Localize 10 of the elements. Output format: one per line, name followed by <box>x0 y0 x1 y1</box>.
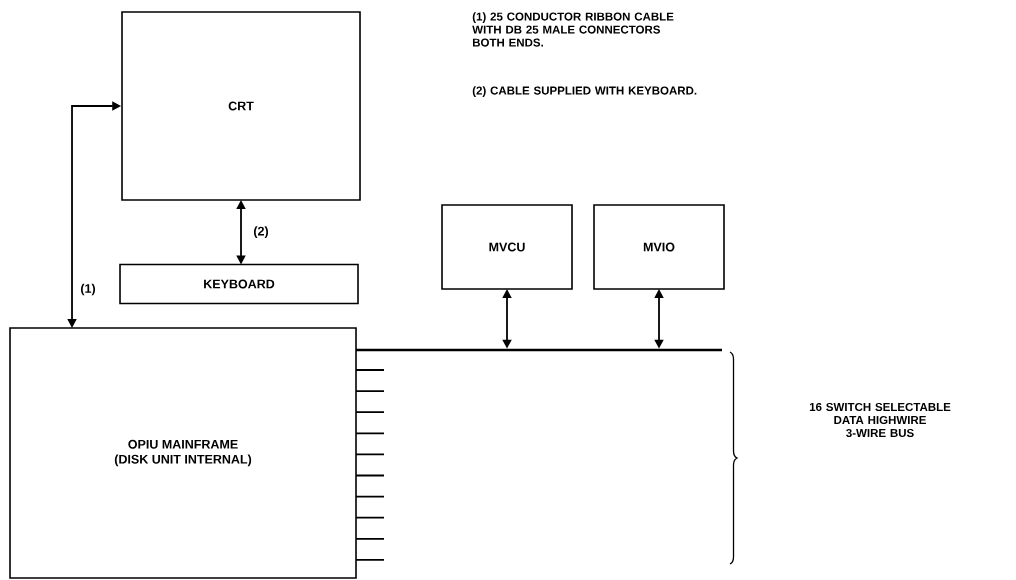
process-box: CRT <box>121 11 361 201</box>
process-box: KEYBOARD <box>119 263 359 305</box>
process-box: OPIU MAINFRAME (DISK UNIT INTERNAL) <box>9 327 357 579</box>
note-text: (2) CABLE SUPPLIED WITH KEYBOARD. <box>472 86 697 97</box>
edge-label: (1) <box>79 282 97 297</box>
note-text: (1) 25 CONDUCTOR RIBBON CABLE WITH DB 25 MALE CONNECTORS BOTH ENDS. <box>472 12 674 47</box>
process-box: MVCU <box>441 204 573 290</box>
edge-label: (2) <box>252 225 270 239</box>
process-box: MVIO <box>593 204 725 290</box>
note-text: 16 SWITCH SELECTABLE DATA HIGHWIRE 3-WIRE BUS <box>809 402 951 438</box>
